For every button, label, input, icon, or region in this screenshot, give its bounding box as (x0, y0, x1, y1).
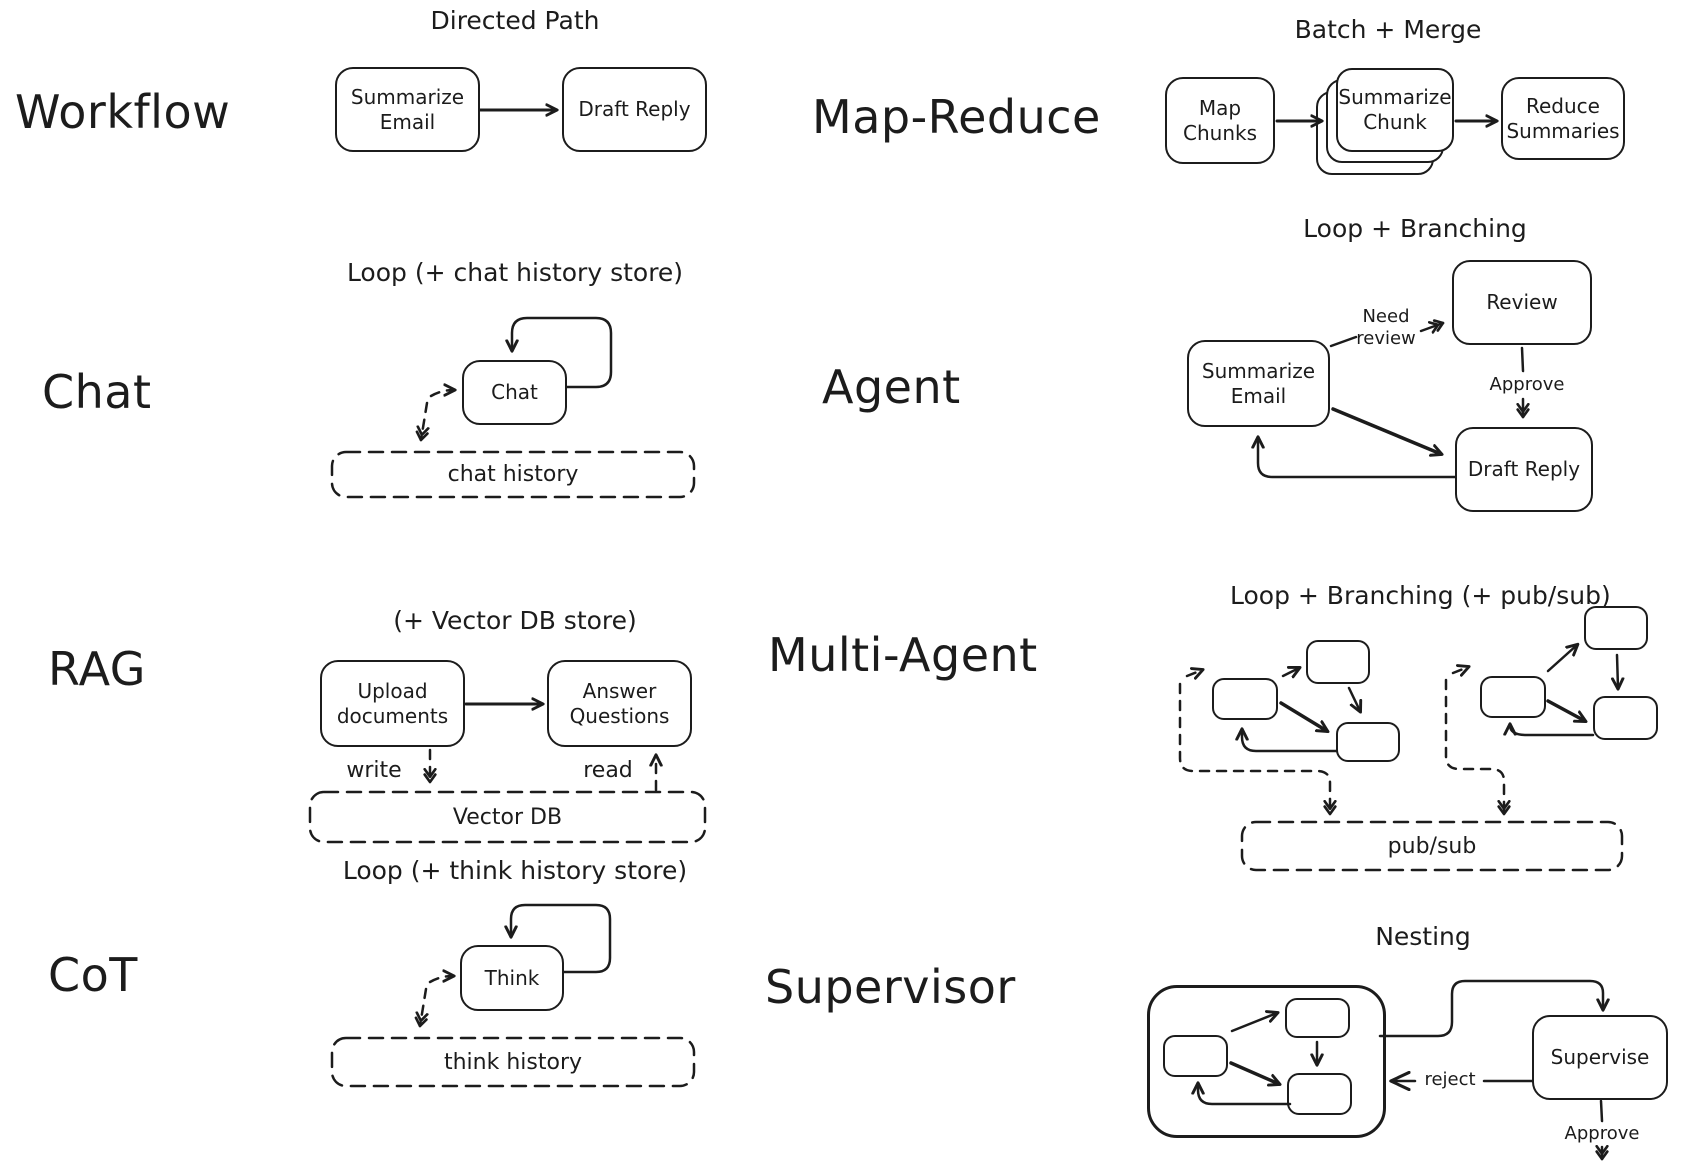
rag-pattern-title: (+ Vector DB store) (393, 606, 637, 635)
agent-review-node: Review (1452, 260, 1592, 345)
agent-summarize-email-node: Summarize Email (1187, 340, 1330, 427)
rag-upload-documents-node: Upload documents (320, 660, 465, 747)
agent-approve-line (1520, 346, 1525, 373)
multi-agent-cluster1-bottom-node (1336, 722, 1400, 762)
ma2-loopback-arrow (1510, 725, 1595, 737)
agent-pattern-title: Loop + Branching (1303, 214, 1527, 243)
vector-db-store-label: Vector DB (452, 804, 563, 830)
cot-pattern-title: Loop (+ think history store) (342, 856, 688, 885)
ma2-left-to-top-arrow (1546, 645, 1577, 673)
chat-section-label: Chat (42, 365, 152, 419)
multi-agent-section-label: Multi-Agent (768, 628, 1038, 682)
workflow-draft-reply-node: Draft Reply (562, 67, 707, 152)
sup-approve-line (1599, 1099, 1604, 1123)
multi-agent-cluster2-top-node (1584, 606, 1648, 650)
think-node: Think (460, 945, 564, 1011)
ma2-top-to-bottom-arrow (1617, 653, 1618, 688)
ma2-left-to-bottom-arrow (1546, 699, 1585, 721)
summarize-chunk-node: Summarize Chunk (1336, 68, 1454, 152)
supervisor-section-label: Supervisor (765, 960, 1016, 1014)
chat-history-store-label: chat history (447, 462, 579, 487)
multi-agent-cluster2-bottom-node (1593, 696, 1658, 740)
cot-input-arrow (428, 976, 453, 984)
ma1-input-arrow (1185, 670, 1202, 676)
ma1-left-to-top-arrow (1281, 668, 1299, 676)
need-review-arrow (1419, 323, 1443, 331)
agent-draft-reply-node: Draft Reply (1455, 427, 1593, 512)
rag-answer-questions-node: Answer Questions (547, 660, 692, 747)
multi-agent-pattern-title: Loop + Branching (+ pub/sub) (1230, 581, 1611, 610)
workflow-summarize-email-node: Summarize Email (335, 67, 480, 152)
chat-node: Chat (462, 360, 567, 425)
chat-input-arrow (429, 390, 454, 398)
need-review-edge-label: Need review (1356, 306, 1416, 349)
workflow-section-label: Workflow (15, 85, 231, 139)
map-reduce-pattern-title: Batch + Merge (1294, 15, 1482, 44)
workflow-pattern-title: Directed Path (430, 6, 600, 35)
ma1-loopback-arrow (1242, 730, 1338, 753)
nesting-pattern-title: Nesting (1375, 922, 1471, 951)
rag-section-label: RAG (48, 642, 146, 696)
agent-section-label: Agent (822, 360, 961, 414)
reduce-summaries-node: Reduce Summaries (1501, 77, 1625, 160)
multi-agent-cluster2-left-node (1480, 676, 1546, 718)
multi-agent-cluster1-left-node (1212, 678, 1278, 720)
ma1-left-to-bottom-arrow (1279, 701, 1327, 731)
supervisor-inner-top-node (1285, 998, 1350, 1038)
supervisor-inner-bottom-node (1287, 1073, 1352, 1115)
pub-sub-store-label: pub/sub (1387, 833, 1477, 859)
ma2-input-arrow (1451, 667, 1468, 673)
supervise-node: Supervise (1532, 1015, 1668, 1100)
ma1-top-to-bottom-arrow (1347, 686, 1360, 711)
supervisor-inner-left-node (1163, 1035, 1228, 1077)
rag-read-edge-label: read (583, 758, 633, 783)
think-history-store-label: think history (443, 1049, 583, 1075)
agent-draft-arrow (1331, 407, 1441, 454)
map-reduce-section-label: Map-Reduce (812, 90, 1101, 144)
map-chunks-node: Map Chunks (1165, 77, 1275, 164)
chat-pattern-title: Loop (+ chat history store) (346, 258, 684, 287)
agent-loopback-arrow (1258, 438, 1457, 479)
reject-edge-label: reject (1424, 1069, 1476, 1090)
rag-write-edge-label: write (346, 758, 402, 783)
cot-section-label: CoT (48, 948, 138, 1002)
agent-approve-edge-label: Approve (1489, 374, 1565, 395)
cot-store-arrow (420, 987, 426, 1026)
chat-store-arrow (421, 401, 427, 440)
multi-agent-cluster1-top-node (1306, 640, 1370, 684)
supervisor-approve-edge-label: Approve (1564, 1123, 1640, 1144)
